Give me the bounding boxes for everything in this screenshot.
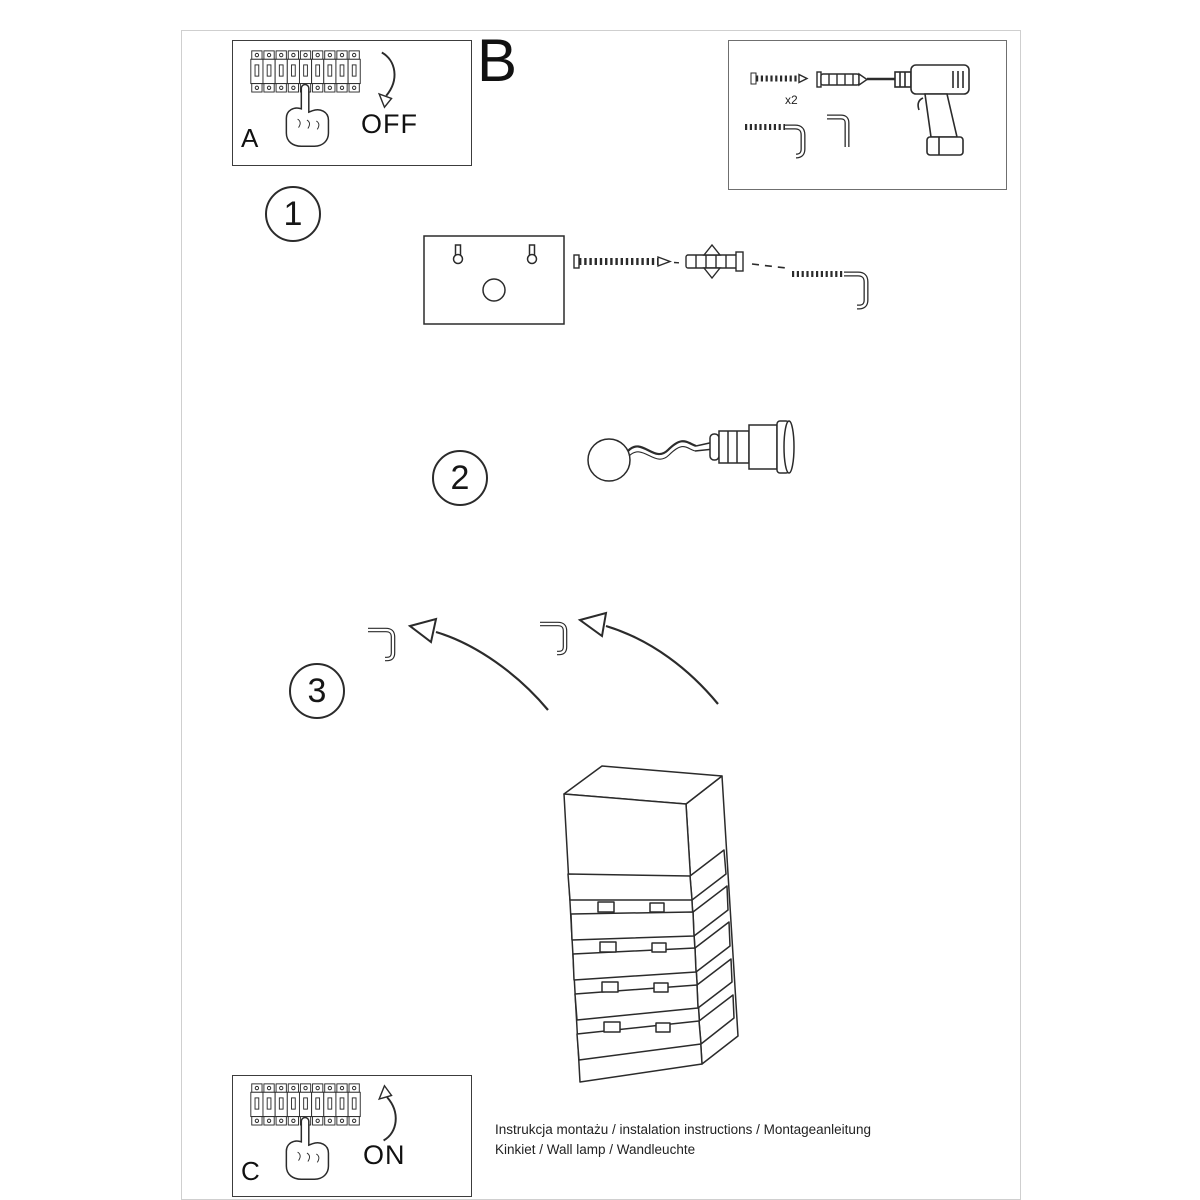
step-1-drawing [423, 235, 869, 325]
circuit-breaker-panel-icon [245, 1082, 367, 1183]
lamp-slat [567, 873, 693, 901]
curved-arrow-icon [577, 611, 719, 705]
on-label: ON [363, 1140, 406, 1170]
hook-screw-icon [745, 124, 806, 159]
screw-icon [573, 254, 683, 269]
wall-lamp-icon [563, 765, 739, 1083]
drill-icon [867, 64, 970, 156]
footer-line2: Kinkiet / Wall lamp / Wandleuchte [495, 1142, 696, 1157]
hook-icon [540, 621, 568, 656]
expansion-anchor-icon [685, 243, 744, 280]
circuit-breaker-panel-icon [245, 49, 367, 150]
step-2-badge: 2 [432, 450, 488, 506]
bulb-and-socket-icon [587, 420, 795, 482]
step-3-badge: 3 [289, 663, 345, 719]
hook-icon [827, 114, 850, 147]
step-3-drawing [368, 611, 719, 711]
footer-line1: Instrukcja montażu / instalation instruc… [495, 1122, 871, 1137]
footer: Instrukcja montażu / instalation instruc… [495, 1120, 871, 1160]
step-3-number: 3 [307, 671, 327, 710]
quantity-label: x2 [785, 93, 798, 107]
off-label: OFF [361, 109, 418, 139]
curved-arrow-down-icon [377, 51, 396, 109]
section-b-label: B [477, 27, 518, 94]
screw-icon [750, 72, 809, 85]
curved-arrow-icon [407, 617, 549, 711]
parts-drawing [745, 64, 970, 159]
wall-plug-icon [816, 71, 869, 88]
parts-tools-box: x2 [728, 40, 1007, 190]
power-on-panel: ON C [232, 1075, 472, 1197]
panel-a-label: A [241, 123, 259, 153]
power-off-panel: OFF A [232, 40, 472, 166]
step-1-number: 1 [283, 194, 303, 233]
hook-icon [368, 627, 396, 662]
step-1-badge: 1 [265, 186, 321, 242]
step-2-drawing [587, 420, 795, 482]
dashed-guide-line [751, 263, 787, 269]
mounting-plate-icon [423, 235, 565, 325]
panel-c-label: C [241, 1156, 260, 1186]
hook-screw-icon [792, 271, 869, 310]
lamp-slat [570, 911, 695, 941]
step-2-number: 2 [450, 458, 470, 497]
curved-arrow-up-icon [377, 1084, 397, 1142]
